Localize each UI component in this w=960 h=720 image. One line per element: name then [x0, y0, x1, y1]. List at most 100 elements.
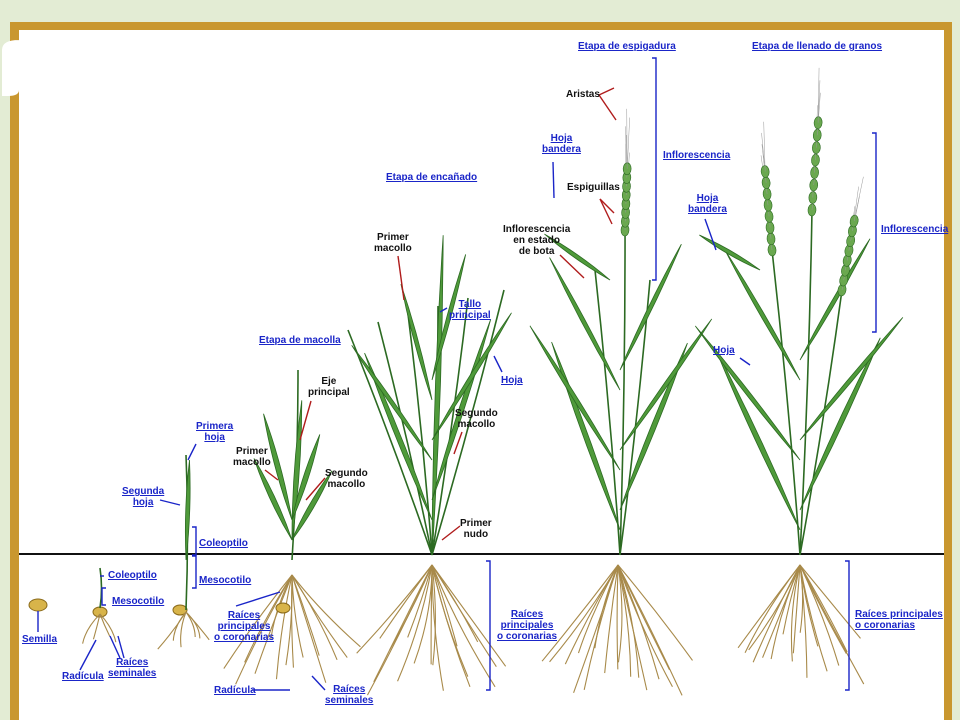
leaf [799, 337, 881, 511]
label-tallo-principal: Tallo principal [449, 299, 491, 321]
leaf [619, 318, 713, 451]
leaf [549, 257, 621, 391]
label-segunda-hoja: Segunda hoja [122, 486, 165, 508]
leaf [400, 283, 433, 401]
seed [275, 602, 291, 614]
root [616, 564, 619, 670]
leaf [431, 312, 512, 441]
label-espiguillas: Espiguillas [567, 182, 620, 193]
pointer [79, 639, 97, 671]
leaf [529, 325, 621, 471]
pointer [598, 94, 617, 121]
label-brackets [101, 57, 877, 691]
root [792, 564, 801, 654]
label-aristas: Aristas [566, 89, 600, 100]
seed [172, 604, 188, 616]
leaf [544, 233, 611, 281]
root [431, 564, 471, 688]
pointer [109, 635, 121, 659]
stem [431, 297, 469, 556]
root [617, 564, 673, 688]
awn [817, 67, 820, 123]
root [431, 564, 444, 691]
stem [594, 269, 621, 556]
pointer [439, 307, 448, 313]
label-radicula-1: Radícula [62, 671, 104, 682]
leaf [263, 413, 293, 521]
leaf [431, 254, 467, 381]
label-hoja-2: Hoja [713, 345, 735, 356]
leaf [431, 235, 444, 556]
pointer [299, 400, 312, 441]
label-segundo-macollo-2: Segundo macollo [455, 408, 498, 430]
awn [763, 121, 766, 172]
label-pointers [37, 87, 751, 691]
seed [28, 598, 48, 612]
root [799, 564, 865, 685]
root [617, 564, 648, 691]
pointer [441, 525, 461, 541]
leaf [431, 319, 492, 501]
root [99, 613, 117, 643]
root [92, 613, 101, 640]
label-coleoptilo-2: Coleoptilo [199, 538, 248, 549]
root [291, 574, 348, 658]
label-hoja-bandera-1: Hoja bandera [542, 133, 581, 155]
root [254, 574, 293, 674]
leaf [715, 348, 801, 531]
label-raices-seminales-2: Raíces seminales [325, 684, 374, 706]
pointer [599, 198, 613, 225]
label-raices-principales-2: Raíces principales o coronarias [497, 609, 558, 642]
leaf [184, 460, 191, 561]
pointer [493, 355, 503, 373]
label-mesocotilo-2: Mesocotilo [199, 575, 252, 586]
root [389, 564, 433, 651]
pointer [187, 443, 197, 461]
root [541, 564, 619, 662]
root [407, 564, 433, 638]
label-raices-principales-1: Raíces principales o coronarias [214, 610, 275, 643]
root [291, 574, 304, 658]
root [291, 574, 294, 668]
label-inflorescencia-2: Inflorescencia [881, 224, 949, 235]
label-raices-seminales-1: Raíces seminales [108, 657, 157, 679]
root [799, 564, 861, 639]
root [431, 564, 436, 666]
root [744, 564, 801, 653]
root [790, 564, 801, 662]
leaf [351, 345, 433, 461]
plant-illustrations [28, 67, 904, 696]
bracket [101, 587, 106, 606]
stem [431, 289, 505, 556]
pointer [739, 357, 751, 366]
pointer [704, 218, 717, 251]
root [223, 574, 293, 669]
root [770, 564, 801, 660]
label-coleoptilo-1: Coleoptilo [108, 570, 157, 581]
stem [619, 209, 626, 556]
pointer [235, 591, 281, 607]
root [244, 574, 293, 663]
root [617, 564, 640, 678]
root [291, 574, 327, 683]
stem [799, 209, 813, 556]
bracket [486, 560, 491, 691]
root [617, 564, 623, 663]
root [185, 611, 210, 641]
root [180, 611, 187, 648]
label-semilla: Semilla [22, 634, 58, 645]
root [583, 564, 619, 690]
leaf [364, 352, 433, 521]
leaf [799, 238, 871, 361]
label-raices-principales-3: Raíces principales o coronarias [855, 609, 943, 631]
root [397, 564, 433, 682]
leaf [699, 234, 761, 271]
pointer [552, 161, 555, 199]
label-primer-macollo-2: Primer macollo [374, 232, 412, 254]
bracket [192, 555, 197, 589]
bracket [872, 132, 877, 333]
root [604, 564, 619, 674]
label-mesocotilo-1: Mesocotilo [112, 596, 165, 607]
stem [377, 321, 433, 556]
